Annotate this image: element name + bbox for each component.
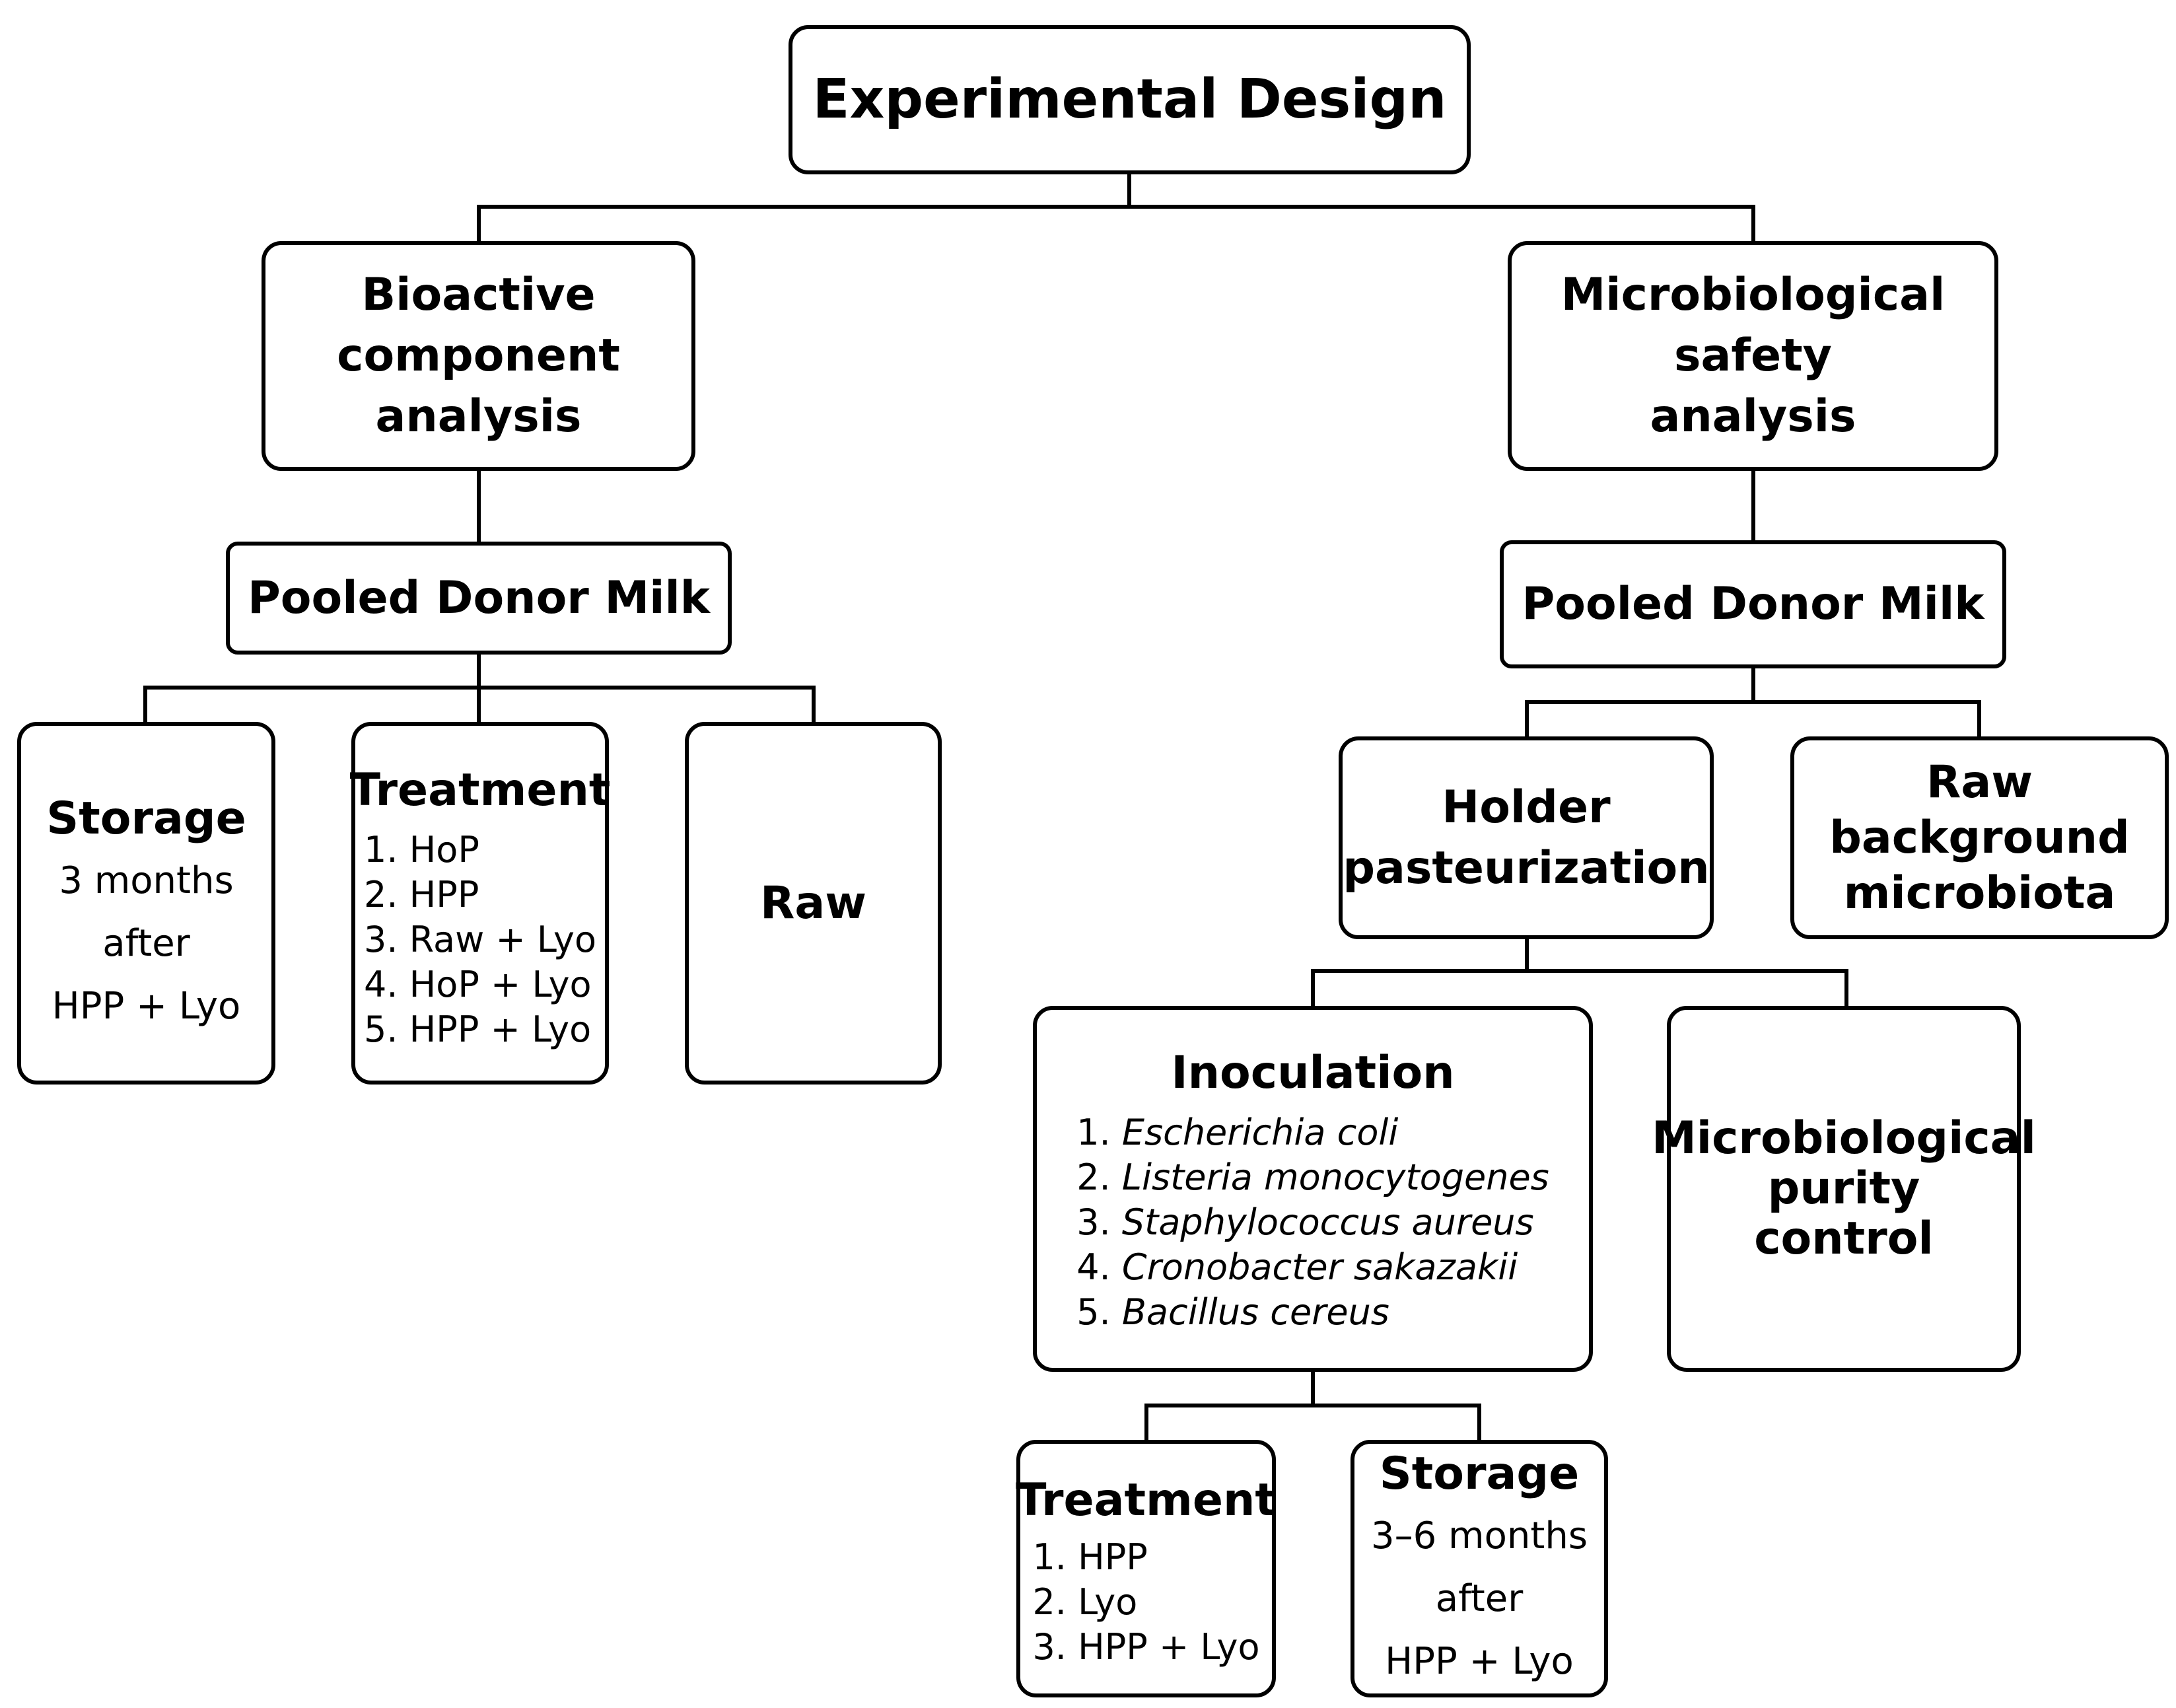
inoculation-item-number: 4. — [1076, 1246, 1111, 1288]
holder-pasteurization-box: Holder pasteurization — [1339, 736, 1714, 939]
raw-background-microbiota-box: Raw background microbiota — [1790, 736, 2169, 939]
left-storage-line-3: HPP + Lyo — [52, 985, 241, 1028]
microbio-title-line-3: analysis — [1650, 390, 1856, 443]
bioactive-title-line-2: component — [337, 330, 620, 382]
experimental-design-title: Experimental Design — [812, 68, 1447, 131]
left-treatment-box: Treatment 1. HoP 2. HPP 3. Raw + Lyo 4. … — [349, 722, 611, 1085]
inoculation-item: 5. Bacillus cereus — [1076, 1290, 1549, 1335]
right-pooled-donor-milk-box: Pooled Donor Milk — [1500, 540, 2006, 668]
left-raw-box: Raw — [685, 722, 942, 1085]
right-storage-box: Storage 3–6 months after HPP + Lyo — [1351, 1440, 1608, 1697]
inoculation-item-organism: Bacillus cereus — [1121, 1291, 1389, 1333]
inoculation-item-organism: Cronobacter sakazakii — [1121, 1246, 1518, 1288]
right-storage-line-2: after — [1435, 1577, 1524, 1620]
left-treatment-item: 5. HPP + Lyo — [364, 1009, 592, 1050]
right-treatment-list: 1. HPP 2. Lyo 3. HPP + Lyo — [1032, 1535, 1259, 1670]
left-pooled-donor-milk-label: Pooled Donor Milk — [247, 571, 711, 624]
rawbg-title-line-1: Raw — [1926, 756, 2033, 808]
microbio-title-line-1: Microbiological — [1561, 269, 1946, 321]
left-raw-title: Raw — [759, 876, 867, 929]
inoculation-item-organism: Listeria monocytogenes — [1121, 1156, 1549, 1198]
right-pooled-donor-milk-label: Pooled Donor Milk — [1522, 578, 1984, 630]
inoculation-item-number: 5. — [1076, 1291, 1111, 1333]
right-storage-line-1: 3–6 months — [1371, 1514, 1588, 1557]
right-storage-line-3: HPP + Lyo — [1385, 1640, 1574, 1683]
left-treatment-item: 2. HPP — [364, 874, 479, 915]
right-treatment-box: Treatment 1. HPP 2. Lyo 3. HPP + Lyo — [1016, 1440, 1277, 1697]
left-treatment-item: 4. HoP + Lyo — [364, 964, 592, 1005]
left-pooled-donor-milk-box: Pooled Donor Milk — [226, 542, 732, 655]
microbio-title-line-2: safety — [1674, 330, 1832, 382]
inoculation-item-number: 2. — [1076, 1156, 1111, 1198]
inoculation-title: Inoculation — [1171, 1047, 1455, 1099]
holder-title-line-1: Holder — [1442, 781, 1611, 834]
right-treatment-item: 2. Lyo — [1032, 1581, 1138, 1623]
inoculation-list: 1. Escherichia coli 2. Listeria monocyto… — [1076, 1110, 1549, 1335]
microbiological-safety-box: Microbiological safety analysis — [1508, 241, 1998, 471]
left-storage-line-2: after — [102, 922, 190, 965]
inoculation-item: 1. Escherichia coli — [1076, 1110, 1549, 1155]
rawbg-title-line-3: microbiota — [1843, 867, 2116, 919]
inoculation-item: 3. Staphylococcus aureus — [1076, 1200, 1549, 1245]
right-treatment-item: 3. HPP + Lyo — [1032, 1626, 1260, 1668]
inoculation-item-number: 1. — [1076, 1112, 1111, 1153]
inoculation-item: 2. Listeria monocytogenes — [1076, 1155, 1549, 1200]
experimental-design-box: Experimental Design — [789, 25, 1471, 174]
bioactive-analysis-box: Bioactive component analysis — [262, 241, 695, 471]
right-treatment-item: 1. HPP — [1032, 1536, 1148, 1578]
right-storage-title: Storage — [1379, 1448, 1580, 1500]
inoculation-item-number: 3. — [1076, 1201, 1111, 1243]
rawbg-title-line-2: background — [1829, 811, 2130, 864]
purity-title-line-1: Microbiological — [1652, 1112, 2036, 1164]
bioactive-title-line-1: Bioactive — [361, 269, 596, 321]
inoculation-item-organism: Staphylococcus aureus — [1121, 1201, 1534, 1243]
inoculation-box: Inoculation 1. Escherichia coli 2. Liste… — [1033, 1006, 1593, 1372]
inoculation-item: 4. Cronobacter sakazakii — [1076, 1245, 1549, 1290]
right-treatment-title: Treatment — [1016, 1474, 1277, 1526]
left-treatment-list: 1. HoP 2. HPP 3. Raw + Lyo 4. HoP + Lyo … — [364, 828, 596, 1052]
bioactive-title-line-3: analysis — [375, 390, 582, 443]
left-storage-line-1: 3 months — [59, 859, 234, 902]
left-treatment-title: Treatment — [349, 764, 611, 816]
purity-title-line-2: purity control — [1754, 1162, 1934, 1265]
inoculation-item-organism: Escherichia coli — [1121, 1112, 1399, 1153]
left-storage-box: Storage 3 months after HPP + Lyo — [17, 722, 275, 1085]
holder-title-line-2: pasteurization — [1343, 841, 1710, 894]
left-treatment-item: 1. HoP — [364, 829, 479, 871]
left-treatment-item: 3. Raw + Lyo — [364, 919, 596, 960]
left-storage-title: Storage — [46, 793, 246, 845]
purity-control-box: Microbiological purity control — [1652, 1006, 2036, 1372]
